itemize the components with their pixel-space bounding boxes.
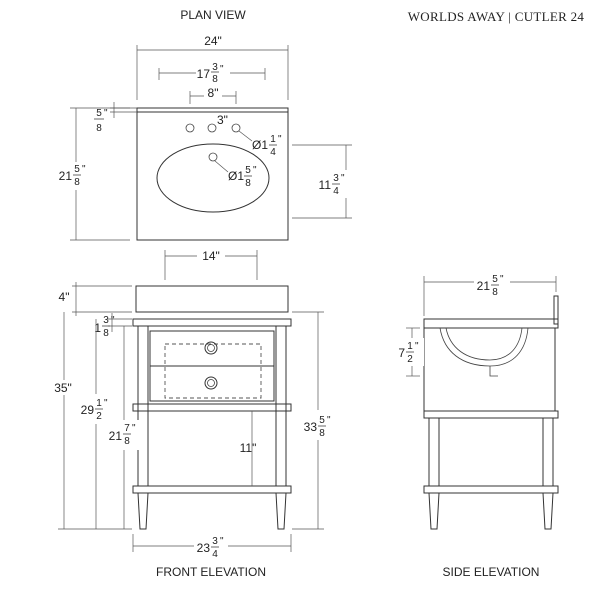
svg-text:8: 8	[124, 436, 130, 447]
side-leg-front	[428, 492, 440, 530]
dim-side-depth-label: 21	[477, 279, 491, 293]
side-countertop	[423, 318, 559, 329]
plan-view-title: PLAN VIEW	[180, 8, 246, 22]
svg-text:7: 7	[124, 423, 130, 434]
svg-text:": "	[327, 415, 331, 426]
svg-text:": "	[132, 423, 136, 434]
dim-handle-spread-label: 8"	[208, 86, 219, 100]
side-backsplash	[553, 295, 559, 325]
svg-text:": "	[82, 164, 86, 175]
front-hidden-basin	[164, 343, 262, 399]
front-elevation: 14" 4" 1 3 8 " 35" 29 1 2 " 21 7 8	[48, 249, 338, 560]
dim-top-height-label: 4"	[59, 290, 70, 304]
front-bottom-rail	[132, 485, 292, 494]
svg-text:8: 8	[319, 428, 325, 439]
svg-text:": "	[220, 64, 224, 75]
plan-faucet-hole	[207, 123, 217, 133]
svg-text:3: 3	[103, 315, 109, 326]
svg-text:": "	[104, 108, 108, 119]
dim-plan-depth-label: 21	[59, 169, 73, 183]
svg-text:": "	[104, 398, 108, 409]
svg-text:4: 4	[212, 549, 218, 560]
front-leg-right	[275, 492, 287, 530]
side-elevation: 21 5 8 " 7 1 2 "	[394, 270, 559, 530]
dim-faucet-offset-label: 3"	[217, 113, 228, 127]
svg-text:4: 4	[333, 186, 339, 197]
front-shelf-rail	[132, 403, 292, 412]
drawer-knob-top	[204, 341, 218, 355]
dim-faucet-spread-label: 17	[197, 67, 211, 81]
side-leg-back	[542, 492, 554, 530]
dim-overall-height-label: 35"	[54, 381, 72, 395]
plan-drain-hole	[208, 152, 218, 162]
svg-text:": "	[111, 315, 115, 326]
front-elevation-title: FRONT ELEVATION	[156, 565, 266, 579]
dim-top-thickness-num: 5	[96, 108, 102, 119]
svg-text:1: 1	[96, 398, 102, 409]
plan-basin	[156, 143, 270, 213]
svg-text:5: 5	[492, 274, 498, 285]
svg-text:": "	[500, 274, 504, 285]
svg-text:8: 8	[96, 123, 102, 134]
dim-hole-diameter-label: Ø1	[252, 138, 268, 152]
svg-text:": "	[253, 165, 257, 176]
svg-text:3: 3	[212, 62, 218, 73]
svg-text:8: 8	[103, 328, 109, 339]
brand-title: WORLDS AWAY | CUTLER 24	[408, 9, 585, 24]
svg-text:1: 1	[407, 341, 413, 352]
plan-countertop-outline	[136, 107, 289, 241]
dim-counter-height-label: 29	[81, 403, 95, 417]
svg-text:2: 2	[407, 354, 413, 365]
side-basin	[439, 327, 529, 367]
front-leg-left	[137, 492, 149, 530]
svg-text:3: 3	[333, 173, 339, 184]
drawer-knob-bottom	[204, 376, 218, 390]
svg-text:8: 8	[74, 177, 80, 188]
svg-text:5: 5	[74, 164, 80, 175]
dim-clearance-label: 11"	[240, 441, 257, 455]
svg-text:1: 1	[270, 134, 276, 145]
plan-view: 24" 17 3 8 " 8" 3" 5 8 " Ø1 1 4 "	[58, 33, 352, 241]
dim-base-width-label: 23	[197, 541, 211, 555]
svg-text:": "	[278, 134, 282, 145]
plan-handle-hole-left	[185, 123, 195, 133]
plan-handle-hole-right	[231, 123, 241, 133]
svg-text:4: 4	[270, 147, 276, 158]
dim-basin-offset-label: 11	[319, 178, 332, 192]
dim-basin-width-label: 14"	[202, 249, 220, 263]
front-countertop	[135, 285, 289, 313]
svg-text:2: 2	[96, 411, 102, 422]
svg-text:8: 8	[245, 178, 251, 189]
svg-text:": "	[220, 536, 224, 547]
dim-plan-width-label: 24"	[204, 34, 222, 48]
svg-text:": "	[415, 341, 419, 352]
dim-drain-diameter-label: Ø1	[228, 169, 244, 183]
svg-text:3: 3	[212, 536, 218, 547]
side-bottom-rail	[423, 485, 559, 494]
dim-basin-depth-label: 7	[398, 346, 405, 360]
svg-text:": "	[341, 173, 345, 184]
dim-shelf-to-top-label: 21	[109, 429, 123, 443]
svg-text:8: 8	[492, 287, 498, 298]
side-shelf-rail	[423, 410, 559, 419]
front-top-rail	[132, 318, 292, 327]
side-elevation-title: SIDE ELEVATION	[443, 565, 540, 579]
dim-cabinet-height-label: 33	[304, 420, 318, 434]
svg-text:5: 5	[319, 415, 325, 426]
svg-text:8: 8	[212, 74, 218, 85]
svg-text:5: 5	[245, 165, 251, 176]
dim-rail-label: 1	[94, 321, 101, 335]
